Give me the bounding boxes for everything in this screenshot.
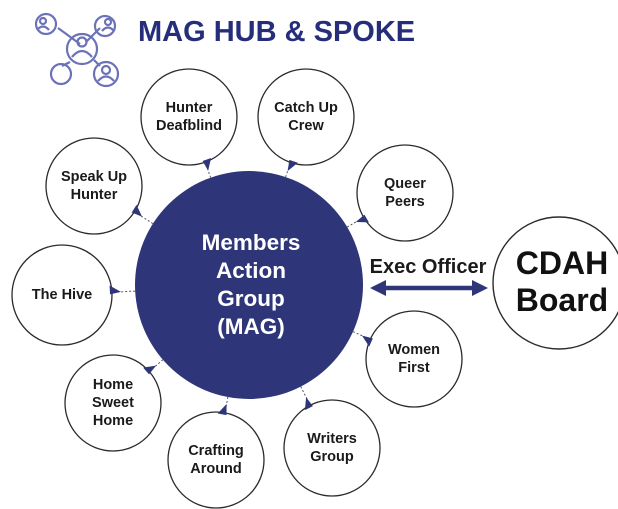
spoke-pointer <box>217 403 227 416</box>
board-circle <box>492 216 618 350</box>
spoke-label: Speak Up Hunter <box>61 169 127 203</box>
spoke-pointer <box>202 157 212 171</box>
exec-officer-link: Exec Officer <box>370 256 488 296</box>
label-line: Peers <box>385 194 425 210</box>
label-line: Speak Up <box>61 169 127 185</box>
label-line: Hunter <box>166 100 213 116</box>
spoke-pointer <box>361 335 373 347</box>
spoke-speak-up-hunter: Speak Up Hunter <box>45 137 143 235</box>
label-line: Home <box>93 377 133 393</box>
spoke-circle <box>64 354 162 452</box>
arrow-head-right <box>472 280 488 296</box>
arrow-head-left <box>370 280 386 296</box>
spoke-pointer <box>304 397 313 411</box>
spoke-circle <box>11 244 113 346</box>
label-line: CDAH <box>516 245 608 281</box>
label-line: The Hive <box>32 287 92 303</box>
label-line: Crew <box>288 118 324 134</box>
label-line: Home <box>93 413 133 429</box>
label-line: Sweet <box>92 395 134 411</box>
label-line: Queer <box>384 176 426 192</box>
spoke-pointer <box>287 159 298 171</box>
exec-officer-label: Exec Officer <box>370 256 487 278</box>
spoke-circle <box>45 137 143 235</box>
connector-women-first <box>352 331 371 340</box>
diagram-title: MAG HUB & SPOKE <box>138 16 415 48</box>
label-line: Hunter <box>71 187 118 203</box>
spoke-label: The Hive <box>32 287 92 303</box>
spoke-catch-up-crew: Catch Up Crew <box>257 68 355 171</box>
label-line: Members <box>202 230 301 255</box>
label-line: First <box>398 360 430 376</box>
label-line: Writers <box>307 431 357 447</box>
spoke-circle <box>257 68 355 166</box>
label-line: Catch Up <box>274 100 338 116</box>
connector-home-sweet-home <box>148 359 164 372</box>
spoke-label: Catch Up Crew <box>274 100 338 134</box>
label-line: Around <box>190 461 242 477</box>
label-line: Action <box>216 258 286 283</box>
spoke-circle <box>356 144 454 242</box>
label-line: Women <box>388 342 440 358</box>
spoke-circle <box>140 68 238 166</box>
spoke-pointer <box>355 214 369 223</box>
spoke-circle <box>167 411 265 509</box>
people-network-icon <box>34 12 120 88</box>
connector-queer-peers <box>346 216 364 228</box>
spoke-circle <box>283 399 381 497</box>
spoke-pointer <box>131 204 143 217</box>
spoke-pointer <box>109 285 121 295</box>
spoke-the-hive: The Hive <box>11 244 121 346</box>
hub-circle <box>135 171 363 399</box>
label-line: Crafting <box>188 443 244 459</box>
spoke-circle <box>365 310 463 408</box>
label-line: Deafblind <box>156 118 222 134</box>
spoke-pointer <box>143 365 157 375</box>
label-line: Group <box>310 449 354 465</box>
label-line: Board <box>516 282 608 318</box>
label-line: (MAG) <box>217 314 284 339</box>
label-line: Group <box>217 286 285 311</box>
